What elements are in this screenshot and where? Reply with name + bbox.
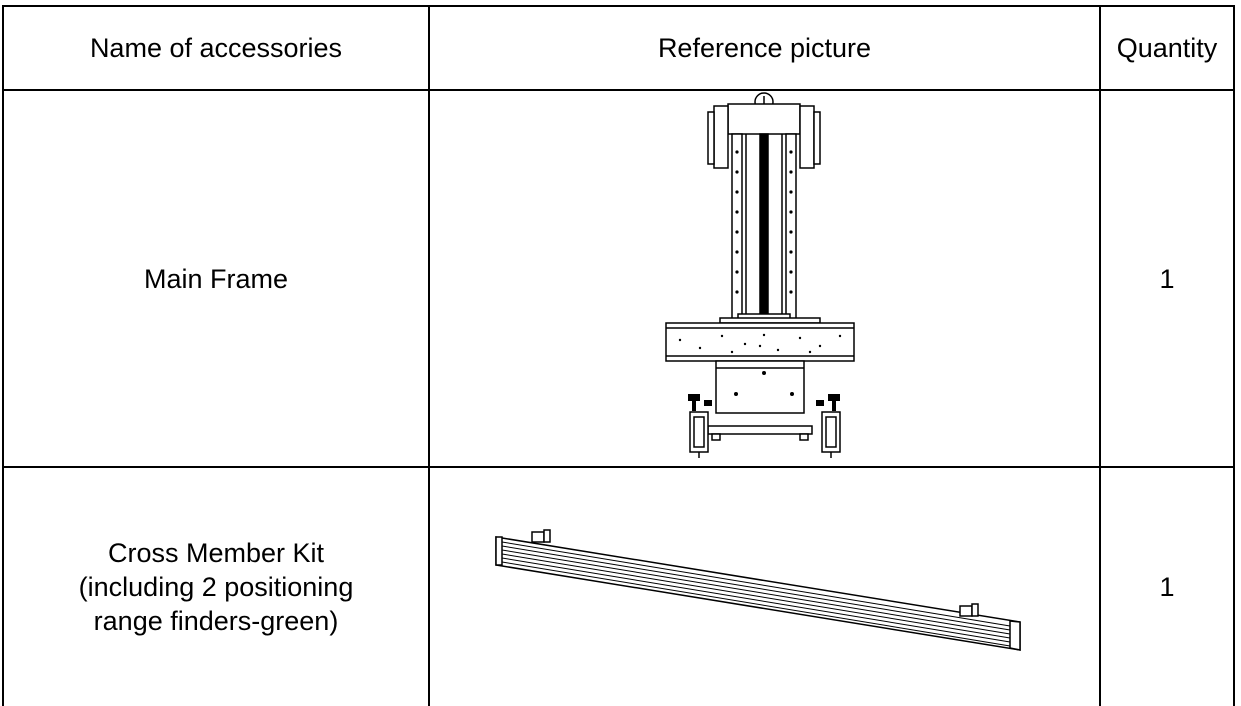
row-cross-member-name-line2: (including 2 positioning bbox=[78, 572, 354, 602]
table-border-left bbox=[2, 5, 4, 706]
row-cross-member-quantity: 1 bbox=[1159, 572, 1175, 602]
table-divider-col1 bbox=[428, 5, 430, 706]
row-cross-member-name-line3: range finders-green) bbox=[93, 606, 339, 636]
table-divider-col2 bbox=[1099, 5, 1101, 706]
table-border-right bbox=[1233, 5, 1235, 706]
table-border-header-bottom bbox=[2, 89, 1235, 91]
row-main-frame-name-text: Main Frame bbox=[143, 263, 289, 294]
row-main-frame-name: Main Frame bbox=[4, 91, 428, 466]
table-border-top bbox=[2, 5, 1235, 7]
header-name-of-accessories: Name of accessories bbox=[89, 33, 343, 63]
cross-member-drawing-icon bbox=[495, 529, 1021, 651]
row-main-frame-quantity: 1 bbox=[1159, 263, 1175, 294]
row-cross-member-name-line1: Cross Member Kit bbox=[107, 538, 325, 568]
table-border-row1-bottom bbox=[2, 466, 1235, 468]
header-reference-picture: Reference picture bbox=[657, 33, 872, 63]
header-quantity: Quantity bbox=[1116, 33, 1218, 63]
main-frame-drawing-icon bbox=[665, 92, 855, 458]
row-cross-member-name: Cross Member Kit (including 2 positionin… bbox=[4, 468, 428, 706]
